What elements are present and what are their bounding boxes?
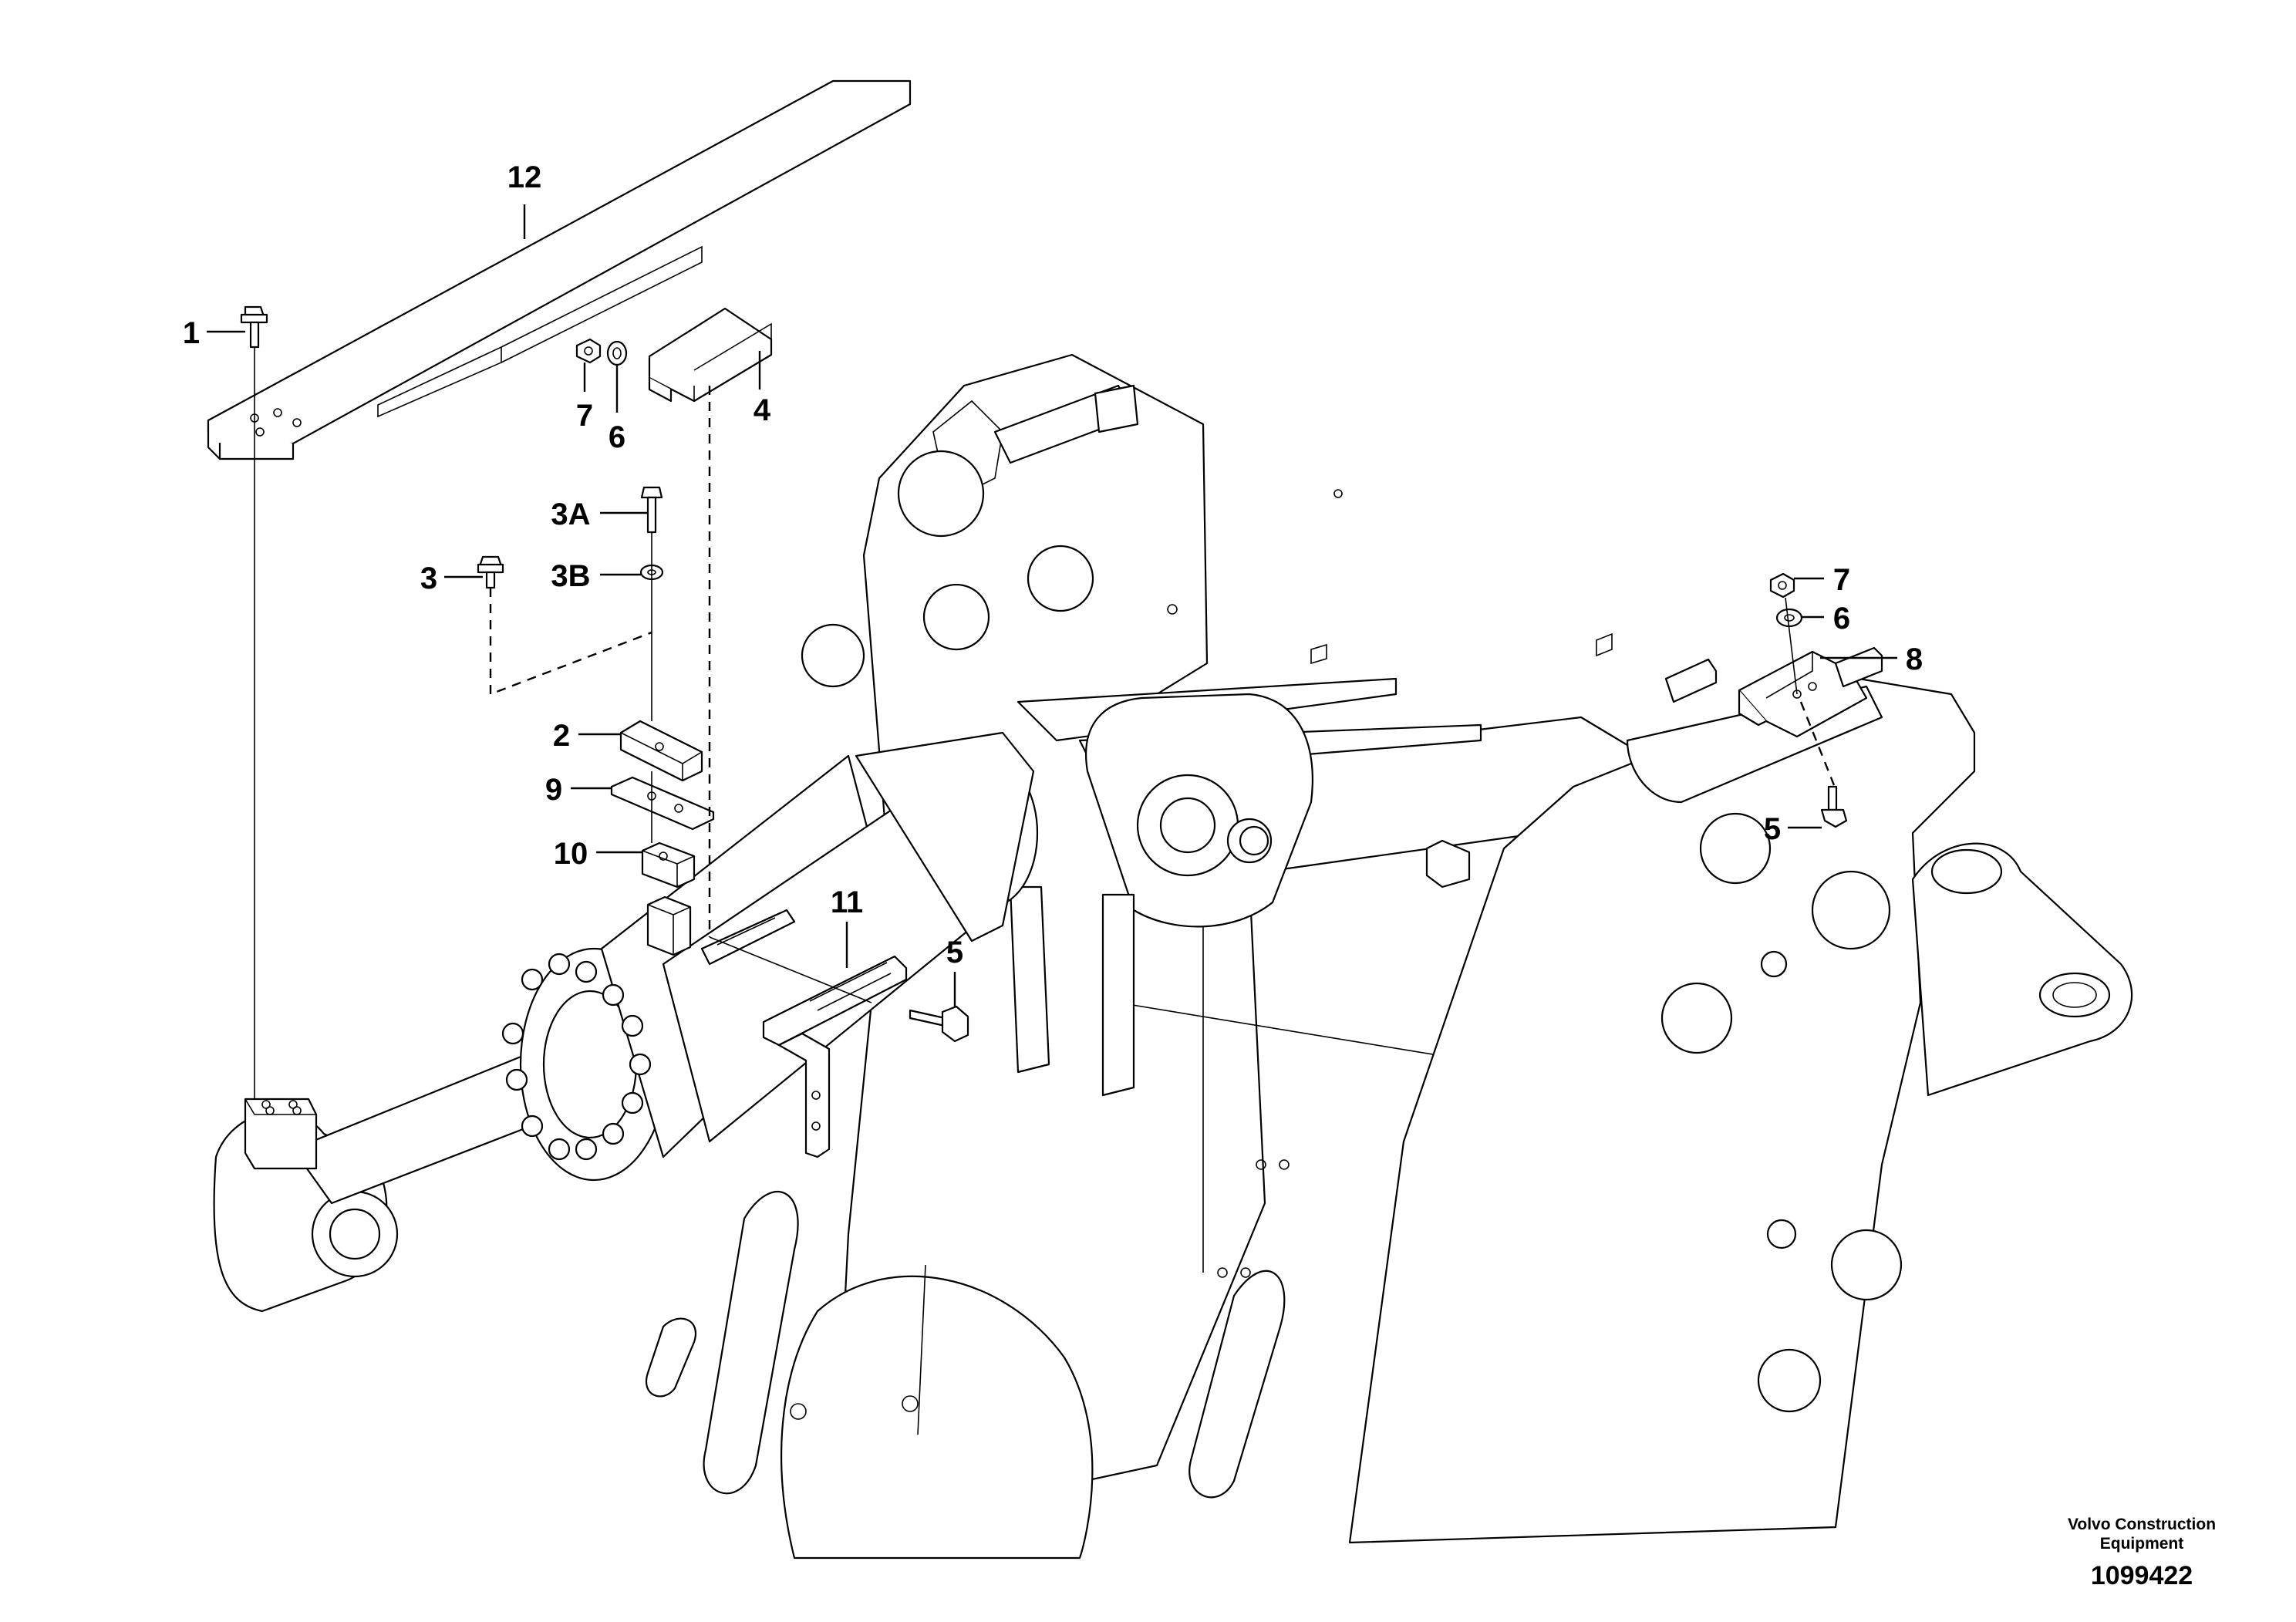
callout-5-right: 5 bbox=[1764, 812, 1781, 846]
callout-7-right: 7 bbox=[1833, 563, 1850, 597]
callout-6-right: 6 bbox=[1833, 602, 1850, 636]
drawing-number: 1099422 bbox=[2090, 1561, 2193, 1590]
part-5-bolt-right bbox=[1820, 785, 1848, 828]
brand-line-2: Equipment bbox=[2099, 1535, 2184, 1553]
part-5-bolt-middle bbox=[909, 1005, 969, 1043]
part-4-clamp bbox=[648, 307, 773, 403]
part-3A-bolt bbox=[640, 486, 663, 534]
part-6-washer-upper bbox=[606, 340, 628, 366]
leader-lines bbox=[207, 204, 1897, 1007]
part-12-cover-plate bbox=[207, 79, 912, 460]
part-2-spacer bbox=[619, 720, 703, 782]
callout-10: 10 bbox=[554, 837, 588, 871]
callout-12: 12 bbox=[507, 160, 542, 194]
callout-3: 3 bbox=[420, 561, 437, 595]
part-6-washer-right bbox=[1775, 608, 1803, 628]
loader-frame bbox=[646, 353, 2133, 1560]
callout-labels: 12 1 7 6 4 3A 3B 3 2 9 10 11 5 7 6 8 5 bbox=[183, 160, 1923, 969]
part-7-nut-upper bbox=[575, 338, 602, 364]
lift-cylinder bbox=[213, 731, 1039, 1313]
part-10-block bbox=[641, 841, 696, 956]
manufacturer-credit: Volvo Construction Equipment bbox=[2041, 1515, 2242, 1553]
callout-2: 2 bbox=[553, 719, 570, 753]
callout-4: 4 bbox=[754, 393, 771, 427]
callout-8: 8 bbox=[1906, 642, 1923, 676]
part-1-bolt bbox=[240, 305, 268, 349]
callout-5-middle: 5 bbox=[946, 936, 963, 969]
callout-1: 1 bbox=[183, 316, 200, 350]
brand-line-1: Volvo Construction bbox=[2067, 1516, 2217, 1533]
part-11-bracket bbox=[700, 909, 908, 1158]
part-3-bolt bbox=[477, 555, 504, 589]
callout-11: 11 bbox=[831, 885, 863, 919]
part-9-shim bbox=[610, 776, 715, 831]
callout-9: 9 bbox=[545, 773, 562, 807]
callout-3B: 3B bbox=[551, 559, 590, 593]
callout-3A: 3A bbox=[551, 497, 590, 531]
assembly-lines bbox=[254, 347, 1836, 1099]
callout-7-upper: 7 bbox=[576, 399, 593, 433]
callout-6-upper: 6 bbox=[609, 420, 625, 454]
part-7-nut-right bbox=[1769, 572, 1795, 599]
